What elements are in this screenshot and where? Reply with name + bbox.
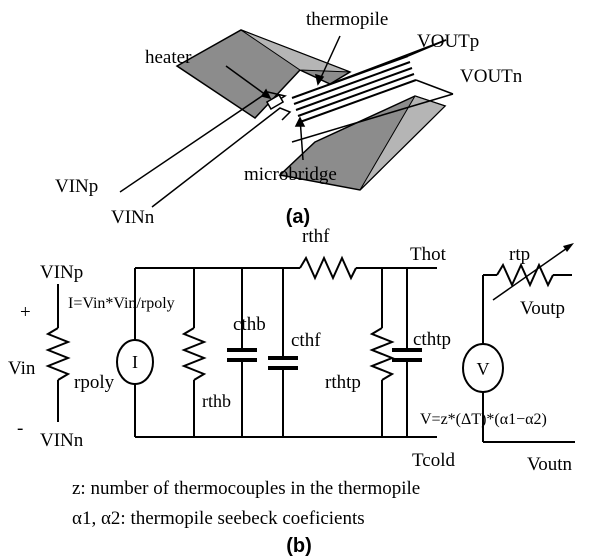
rthf-label: rthf [302,226,330,247]
caption-a: (a) [286,206,310,228]
current-formula: I=Vin*Vin/rpoly [68,295,175,312]
rthb-resistor [181,327,207,381]
heater-element [265,94,285,110]
back-plate-shadow [240,29,351,73]
rtp-variable-arrow [492,243,574,301]
thermopile-lines [291,55,417,123]
heater-label: heater [145,47,192,68]
vinn-lead [151,107,292,208]
rthf-resistor [299,255,357,281]
voltage-formula: V=z*(ΔT)*(α1−α2) [420,411,547,428]
vinp-label: VINp [55,176,98,197]
rtp-label: rtp [509,244,530,265]
voutp-label-circuit: Voutp [520,298,565,319]
minus-sign: - [17,418,23,439]
rthb-label: rthb [202,391,231,411]
rthtp-resistor [369,327,395,381]
rtp-resistor [496,262,554,288]
vinn-label: VINn [111,207,155,228]
note-z-definition: z: number of thermocouples in the thermo… [72,478,420,499]
circuit-vinp-label: VINp [40,262,83,283]
circuit-vinn-label: VINn [40,430,84,451]
note-seebeck-coefficients: α1, α2: thermopile seebeck coeficients [72,508,365,529]
vin-label: Vin [8,358,36,379]
voutn-label-circuit: Voutn [527,454,573,475]
voutn-label: VOUTn [460,66,523,87]
caption-b: (b) [286,535,312,557]
voltage-source-label: V [477,359,490,379]
thot-label: Thot [410,244,447,265]
cthb-label: cthb [233,314,266,335]
plus-sign: + [20,302,31,323]
device-structure-drawing [119,29,454,208]
leader-arrows [225,35,341,161]
voutp-label: VOUTp [417,31,479,52]
cthf-label: cthf [291,330,321,351]
thermopile-label: thermopile [306,9,388,30]
voutn-lead [415,79,454,95]
bridge-beam-bottom [291,93,454,143]
rthtp-label: rthtp [325,372,361,393]
cthtp-label: cthtp [413,329,451,350]
microbridge-label: microbridge [244,164,337,185]
tcold-label: Tcold [412,450,455,471]
current-source-label: I [132,352,138,372]
voutp-lead [407,39,447,57]
equivalent-circuit [45,243,575,443]
rpoly-resistor [45,327,71,381]
rpoly-label: rpoly [74,372,115,393]
